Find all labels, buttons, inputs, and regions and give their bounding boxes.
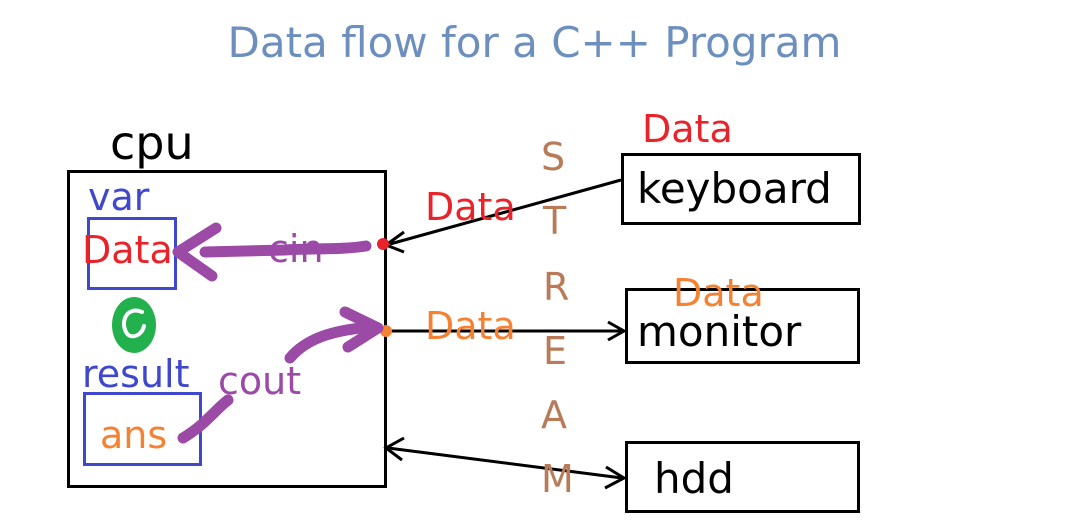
green-scribble-icon <box>112 297 156 353</box>
cpu-label: cpu <box>110 116 194 170</box>
diagram-title: Data flow for a C++ Program <box>227 18 842 67</box>
stream-letter: S <box>541 135 566 179</box>
cin-purple-arrow <box>199 240 372 258</box>
cpu-hdd-arrow <box>387 446 623 480</box>
monitor-label: monitor <box>637 307 802 356</box>
result-label: result <box>82 352 190 396</box>
stream-letter: A <box>541 393 567 437</box>
stream-letter: M <box>541 457 574 501</box>
cout-label: cout <box>218 359 302 403</box>
data-monitor-label: Data <box>673 271 764 315</box>
hdd-label: hdd <box>654 454 734 503</box>
hdd-arrowhead-left <box>383 436 405 462</box>
keyboard-box <box>621 153 861 225</box>
stream-letter: R <box>543 265 570 309</box>
hdd-box <box>625 441 860 513</box>
cin-dot <box>377 238 389 250</box>
monitor-box <box>625 288 860 364</box>
cin-label: cin <box>268 227 324 271</box>
data-top-label: Data <box>642 107 733 151</box>
keyboard-to-cpu-arrow <box>389 178 622 246</box>
monitor-arrowhead <box>607 320 628 342</box>
data-in-label: Data <box>425 185 516 229</box>
cin-purple-arrowhead <box>172 222 222 282</box>
hdd-arrowhead-right <box>604 465 628 490</box>
stream-letter: E <box>543 329 568 373</box>
result-value: ans <box>100 413 168 457</box>
keyboard-label: keyboard <box>637 164 832 213</box>
cout-purple-arrow <box>177 321 378 444</box>
cout-purple-arrowhead <box>339 306 384 353</box>
data-out-label: Data <box>425 304 516 348</box>
var-value: Data <box>82 228 173 272</box>
stream-letter: T <box>543 199 567 243</box>
var-label: var <box>88 175 150 219</box>
